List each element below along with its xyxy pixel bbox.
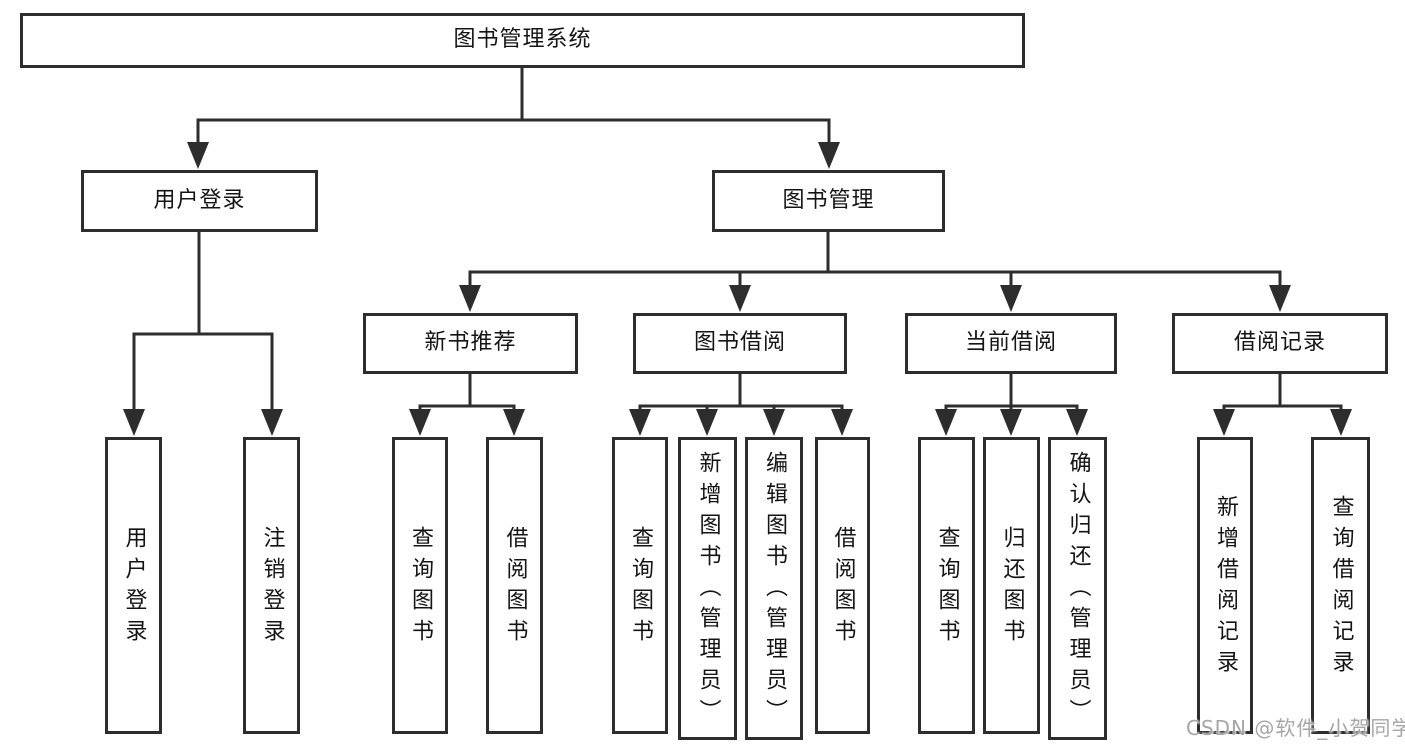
node-borrowing-records: 借阅记录 — [1172, 313, 1388, 374]
watermark: CSDN @软件_小贺同学 — [1186, 716, 1405, 740]
node-query-books-borrowing: 查询图书 — [612, 437, 668, 734]
node-query-books-current: 查询图书 — [918, 437, 975, 734]
node-logout: 注销登录 — [243, 437, 300, 734]
node-book-management: 图书管理 — [712, 170, 945, 232]
node-new-book-recommendation: 新书推荐 — [363, 313, 578, 374]
node-add-book-admin: 新增图书（管理员） — [678, 437, 737, 740]
node-borrow-books-borrowing: 借阅图书 — [815, 437, 870, 734]
node-confirm-return-admin: 确认归还（管理员） — [1048, 437, 1107, 740]
node-query-borrow-record: 查询借阅记录 — [1311, 437, 1370, 734]
node-add-borrow-record: 新增借阅记录 — [1197, 437, 1253, 734]
node-current-borrowing: 当前借阅 — [905, 313, 1117, 374]
node-library-management-system: 图书管理系统 — [20, 13, 1025, 68]
node-query-books-recommend: 查询图书 — [392, 437, 448, 734]
node-user-login: 用户登录 — [81, 170, 318, 232]
node-return-books: 归还图书 — [983, 437, 1040, 734]
node-borrow-books-recommend: 借阅图书 — [486, 437, 543, 734]
node-book-borrowing: 图书借阅 — [633, 313, 847, 374]
node-edit-book-admin: 编辑图书（管理员） — [745, 437, 803, 740]
node-user-login-leaf: 用户登录 — [105, 437, 162, 734]
